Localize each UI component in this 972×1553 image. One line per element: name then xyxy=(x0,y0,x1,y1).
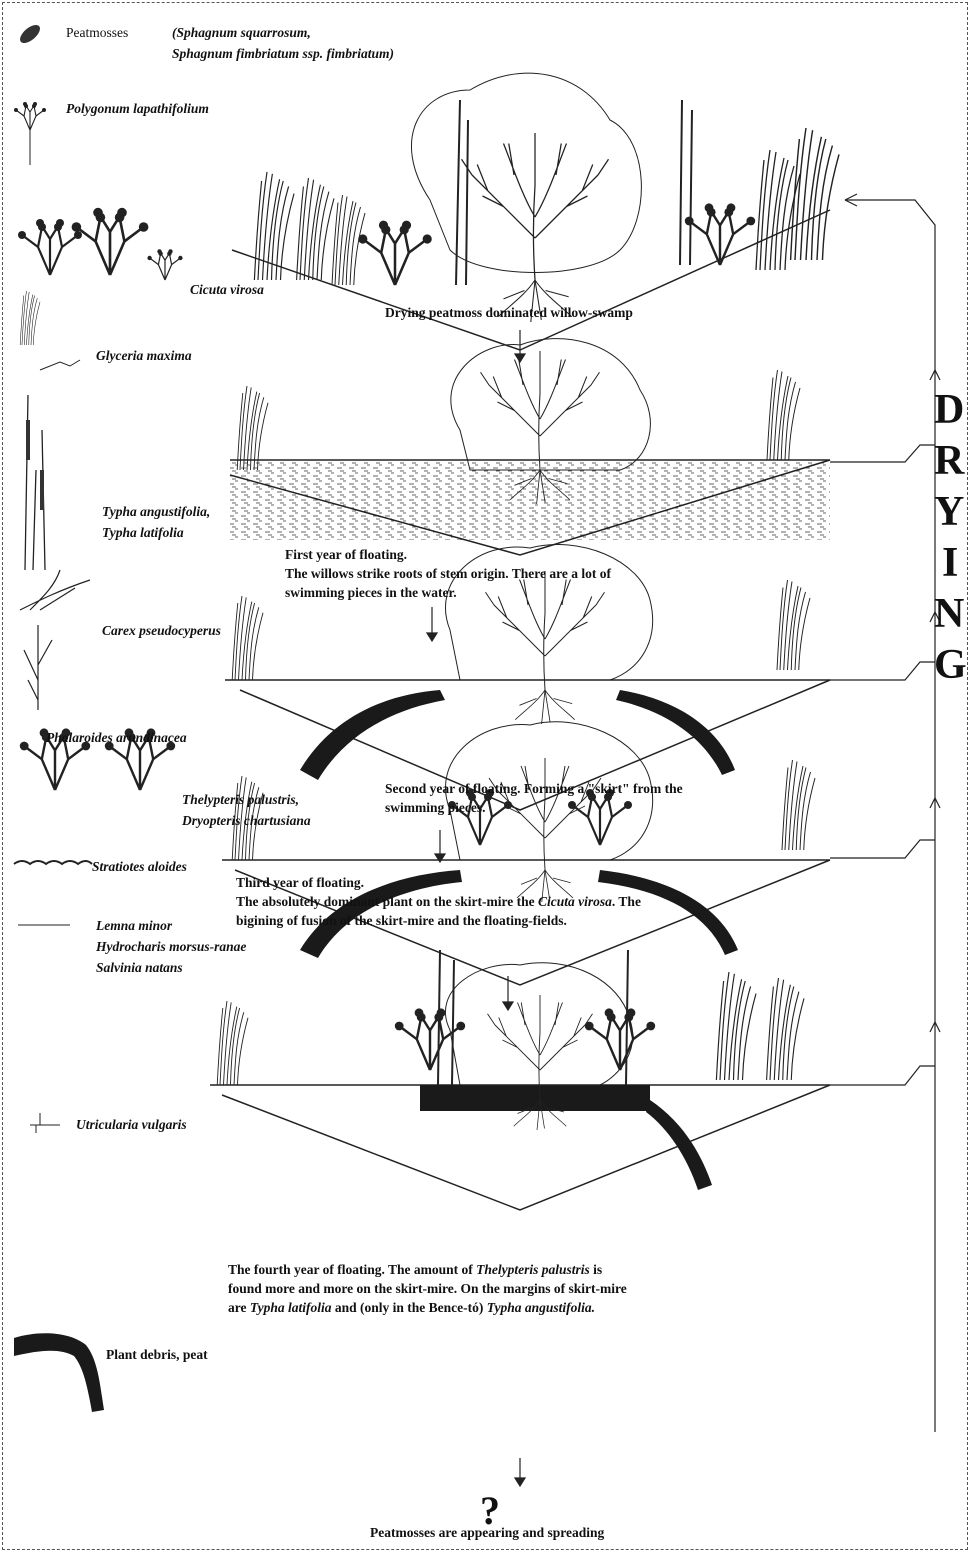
legend-stratiotes: Stratiotes aloides xyxy=(92,857,187,876)
caption-stage4-line2: The absolutely dominant plant on the ski… xyxy=(236,892,641,911)
drying-vertical-label: D R Y I N G xyxy=(934,385,972,691)
legend-carex: Carex pseudocyperus xyxy=(102,621,221,640)
stratiotes-icon xyxy=(14,861,92,864)
legend-utricularia: Utricularia vulgaris xyxy=(76,1115,187,1134)
peatmoss-icon xyxy=(17,22,43,47)
drying-letter: R xyxy=(934,436,972,487)
caption-stage5-line1: The fourth year of floating. The amount … xyxy=(228,1260,627,1279)
glyceria-icon xyxy=(20,291,80,370)
stage2-drawing xyxy=(230,339,830,555)
legend-thelypteris-1: Thelypteris palustris, xyxy=(182,790,299,809)
debris-icon xyxy=(14,1333,104,1412)
polygonum-icon xyxy=(14,102,46,165)
legend-glyceria: Glyceria maxima xyxy=(96,346,192,365)
caption-stage4-line3: bigining of fusion of the skirt-mire and… xyxy=(236,911,641,930)
caption-stage5-line2: found more and more on the skirt-mire. O… xyxy=(228,1279,627,1298)
drying-letter: Y xyxy=(934,487,972,538)
legend-peatmosses-species-1: (Sphagnum squarrosum, xyxy=(172,23,311,42)
legend-thelypteris-2: Dryopteris chartusiana xyxy=(182,811,311,830)
caption-stage3-line2: swimming pieces. xyxy=(385,798,683,817)
caption-stage5: The fourth year of floating. The amount … xyxy=(228,1260,627,1317)
caption-final: Peatmosses are appearing and spreading xyxy=(370,1525,604,1541)
drying-letter: I xyxy=(934,538,972,589)
drying-letter: G xyxy=(934,640,972,691)
caption-stage4: Third year of floating. The absolutely d… xyxy=(236,873,641,930)
legend-phalaroides: Phalaroides arundinacea xyxy=(46,728,187,747)
legend-peatmosses-species-2: Sphagnum fimbriatum ssp. fimbriatum) xyxy=(172,44,394,63)
legend-peatmosses-label: Peatmosses xyxy=(66,23,128,42)
caption-stage2: First year of floating. The willows stri… xyxy=(285,545,611,602)
legend-cicuta: Cicuta virosa xyxy=(190,280,264,299)
carex-icon xyxy=(20,570,90,610)
caption-stage2-line2: The willows strike roots of stem origin.… xyxy=(285,564,611,583)
drying-letter: N xyxy=(934,589,972,640)
caption-stage4-line1: Third year of floating. xyxy=(236,873,641,892)
legend-hydrocharis: Hydrocharis morsus-ranae xyxy=(96,937,246,956)
legend-typha-2: Typha latifolia xyxy=(102,523,184,542)
caption-stage3: Second year of floating. Forming a "skir… xyxy=(385,779,683,817)
caption-stage2-line3: swimming pieces in the water. xyxy=(285,583,611,602)
cicuta-icon xyxy=(18,208,183,280)
legend-lemna: Lemna minor xyxy=(96,916,172,935)
caption-stage2-line1: First year of floating. xyxy=(285,545,611,564)
drying-letter: D xyxy=(934,385,972,436)
legend-polygonum: Polygonum lapathifolium xyxy=(66,99,209,118)
legend-debris: Plant debris, peat xyxy=(106,1345,208,1364)
utricularia-icon xyxy=(30,1113,60,1133)
caption-stage5-line3: are Typha latifolia and (only in the Ben… xyxy=(228,1298,627,1317)
caption-stage3-line1: Second year of floating. Forming a "skir… xyxy=(385,779,683,798)
legend-typha-1: Typha angustifolia, xyxy=(102,502,210,521)
caption-stage1: Drying peatmoss dominated willow-swamp xyxy=(385,303,633,322)
legend-salvinia: Salvinia natans xyxy=(96,958,183,977)
drying-feedback-arrows xyxy=(830,194,940,1432)
stage5-drawing xyxy=(210,950,830,1210)
typha-icon xyxy=(25,395,45,570)
phalaroides-icon xyxy=(24,625,52,710)
